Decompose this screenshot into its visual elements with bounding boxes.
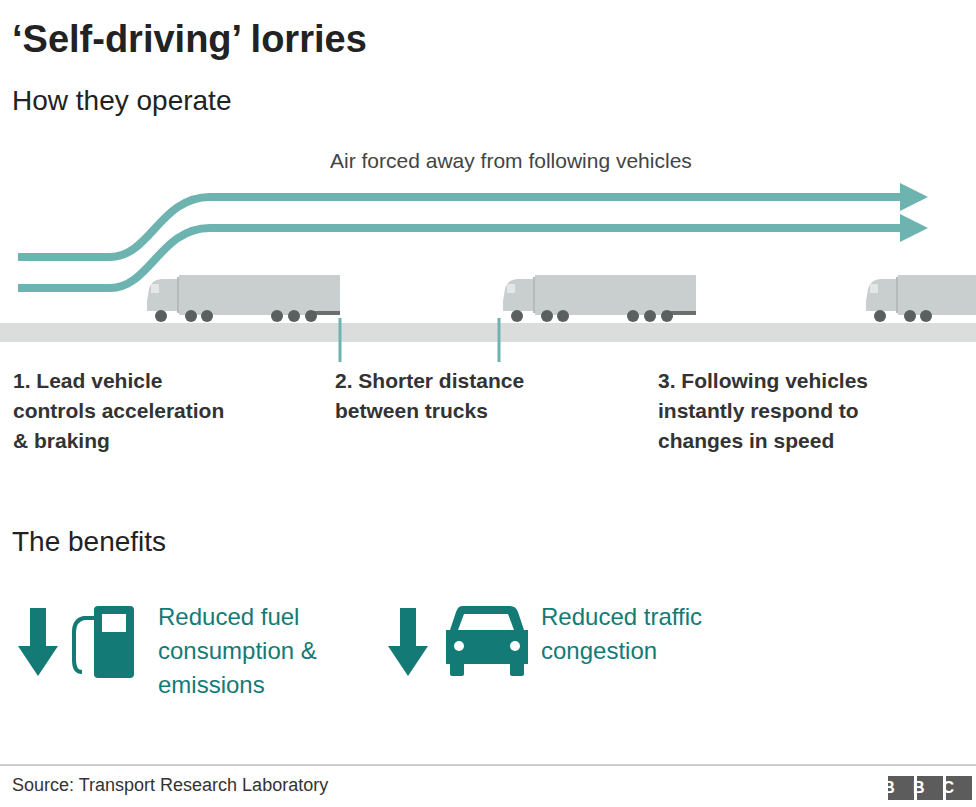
distance-marker [339, 318, 342, 362]
subheading: How they operate [12, 84, 231, 118]
subheading: The benefits [12, 525, 166, 559]
title: ‘Self-driving’ lorries [12, 16, 367, 62]
benefit-text: Reduced traffic congestion [541, 600, 741, 668]
callout-note: 2. Shorter distance between trucks [335, 366, 571, 426]
logo-text: BBC [883, 778, 972, 797]
footer-rule [0, 765, 976, 766]
arrow-head [900, 183, 928, 211]
arrow-head [900, 214, 928, 242]
benefit-text: Reduced fuel consumption & emissions [158, 600, 343, 702]
distance-marker [498, 318, 501, 362]
fuel-icon [18, 606, 134, 678]
source-note: Source: Transport Research Laboratory [12, 774, 328, 796]
callout-note: 3. Following vehicles instantly respond … [658, 366, 908, 456]
air-label: Air forced away from following vehicles [330, 148, 692, 173]
car-icon [388, 606, 528, 676]
callout-note: 1. Lead vehicle controls acceleration & … [13, 366, 237, 456]
air-arrow [18, 228, 905, 288]
road [0, 323, 976, 342]
